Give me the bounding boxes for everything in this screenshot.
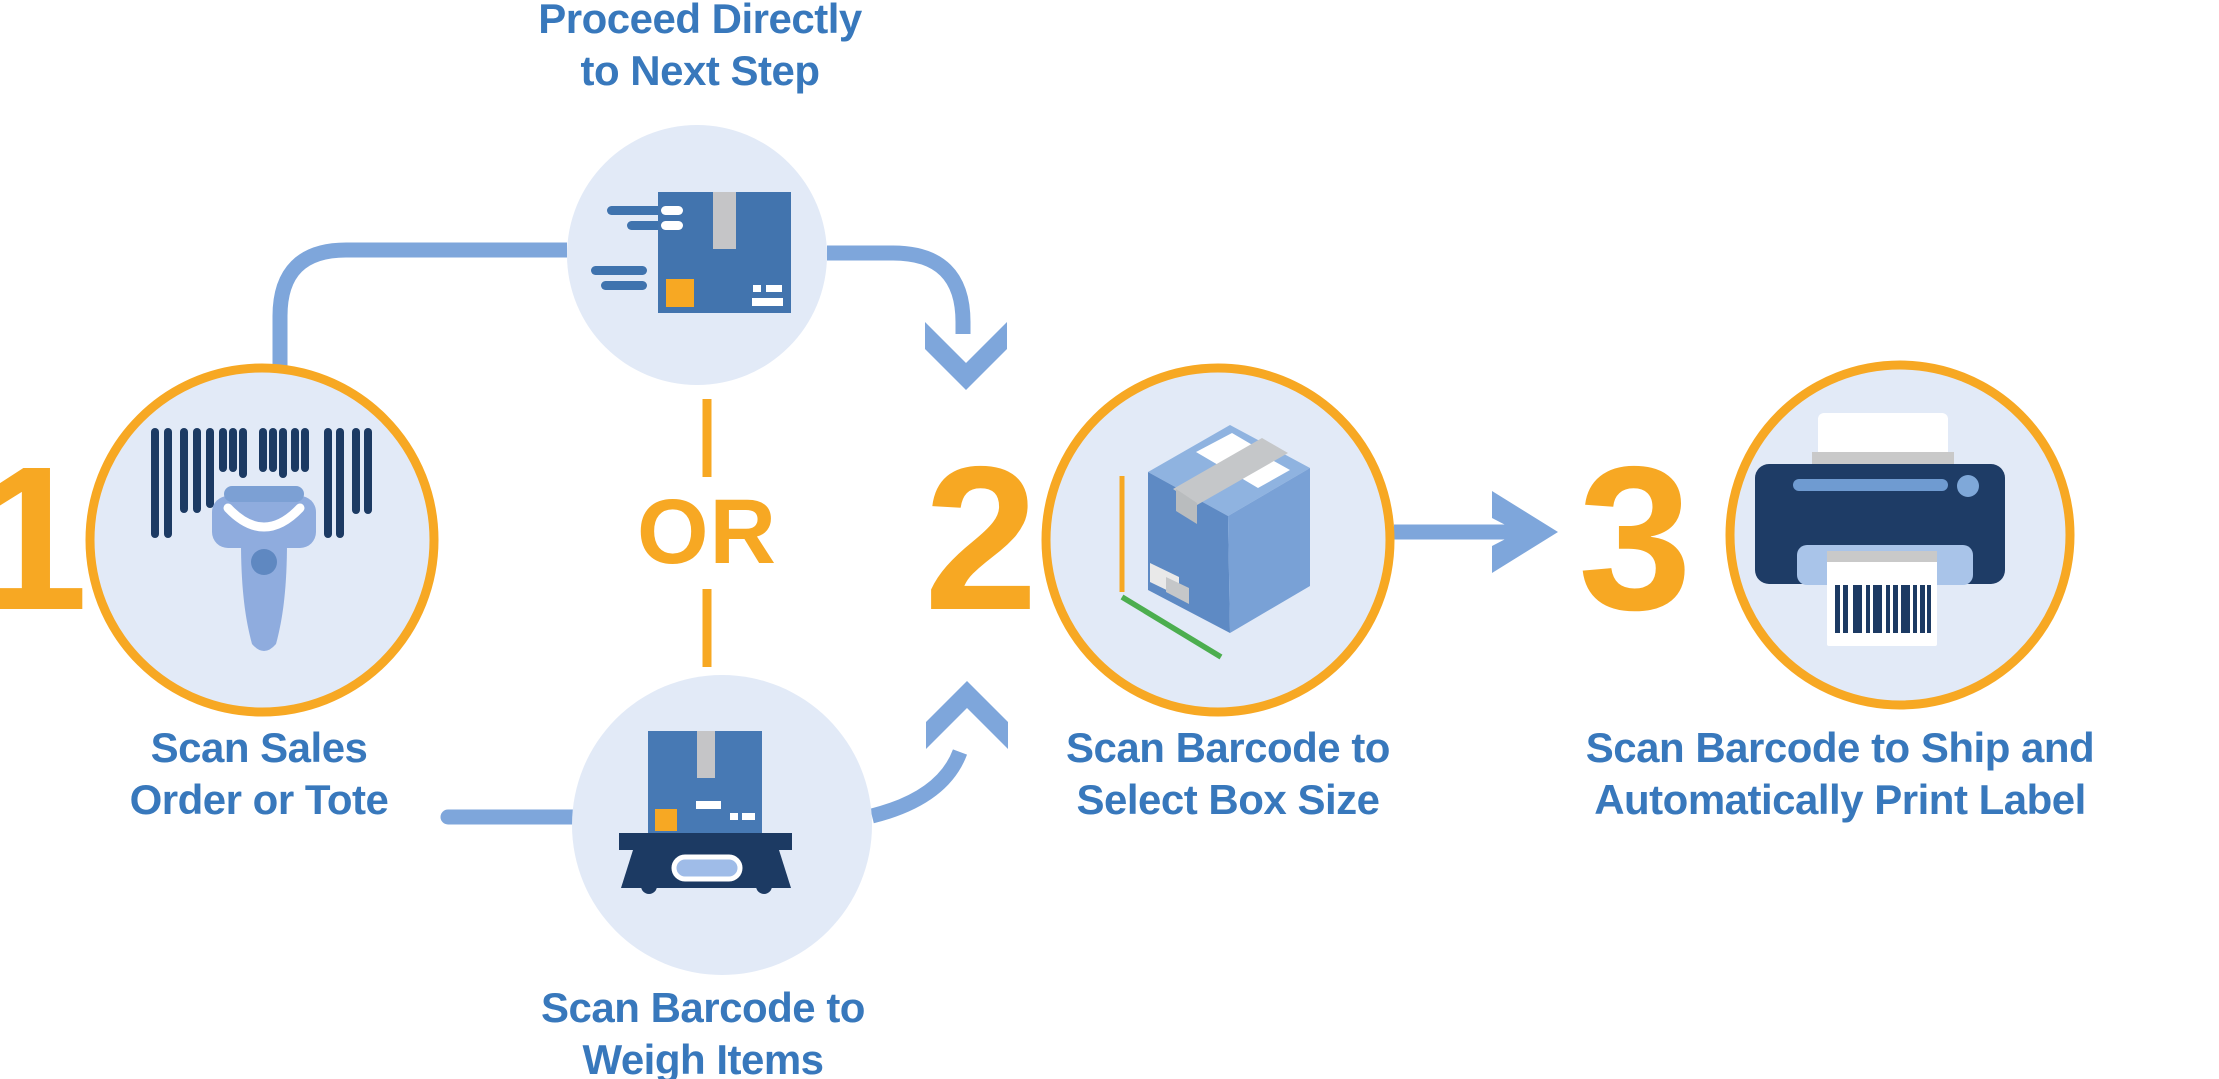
- box-top-label: [1231, 455, 1290, 488]
- scanner-mouth: [223, 503, 305, 532]
- box-label-dash: [696, 801, 721, 809]
- barcode-scanner-icon: [151, 428, 372, 651]
- step1-caption: Scan Sales Order or Tote: [130, 722, 389, 826]
- connector-top-option-to-step2: [827, 245, 1007, 390]
- arrowhead-down-icon: [925, 322, 1007, 390]
- arrowhead-right-icon: [1492, 491, 1558, 573]
- caption-line: Automatically Print Label: [1594, 776, 2086, 823]
- speed-line: [591, 266, 647, 275]
- arrowhead-up-icon: [926, 681, 1008, 749]
- speed-line: [607, 206, 667, 215]
- speed-line: [601, 281, 647, 290]
- box-label-orange: [666, 279, 694, 307]
- box-on-scale-icon: [619, 731, 792, 894]
- printer-icon: [1755, 413, 2005, 646]
- box-label-dash: [753, 285, 761, 292]
- speeding-box-icon: [591, 192, 791, 313]
- box-label-dash: [742, 813, 755, 820]
- step3-caption: Scan Barcode to Ship and Automatically P…: [1585, 722, 2095, 826]
- box-label-dash: [730, 813, 738, 820]
- caption-line: Select Box Size: [1076, 776, 1380, 823]
- connector-step1-to-top-option: [272, 242, 567, 368]
- scanner-handle: [241, 542, 287, 651]
- step3-number: 3: [1578, 424, 1693, 653]
- box-tape: [697, 731, 715, 778]
- caption-line: Scan Barcode to: [1066, 724, 1390, 771]
- step2-number: 2: [924, 424, 1039, 653]
- caption-line: Scan Barcode to Ship and: [1585, 724, 2095, 771]
- box-side-label-tape: [1166, 577, 1189, 604]
- speed-line-white: [661, 221, 683, 230]
- barcode-lines: [151, 428, 372, 538]
- connector-bottom-option-to-step2: [870, 681, 1008, 824]
- scale-display: [671, 854, 743, 882]
- connector-step2-to-step3: [1394, 491, 1558, 573]
- scanner-top-band: [224, 486, 304, 502]
- caption-line: Order or Tote: [129, 776, 389, 823]
- box-label-dash: [752, 298, 783, 306]
- box-right-face: [1228, 468, 1310, 633]
- box-tape-fold: [1176, 489, 1197, 524]
- printer-label-top-band: [1827, 551, 1937, 562]
- label-barcode-lines: [1835, 585, 1931, 633]
- step2-caption: Scan Barcode to Select Box Size: [1066, 722, 1390, 826]
- caption-line: to Next Step: [580, 47, 820, 94]
- scale-plate: [619, 833, 792, 850]
- caption-line: Scan Sales: [150, 724, 368, 771]
- bottom-option-caption: Scan Barcode to Weigh Items: [541, 982, 865, 1079]
- scanner-head: [212, 496, 316, 548]
- box-tape: [713, 192, 736, 249]
- printer-paper-tray: [1812, 452, 1954, 467]
- printer-button: [1957, 475, 1979, 497]
- caption-line: Proceed Directly: [538, 0, 862, 42]
- box-tape: [1173, 438, 1288, 505]
- printer-line: [1793, 479, 1948, 491]
- top-option-caption: Proceed Directly to Next Step: [538, 0, 862, 97]
- caption-line: Weigh Items: [582, 1036, 824, 1079]
- scanner-button: [251, 549, 277, 575]
- box-top-label: [1196, 433, 1261, 469]
- or-label: OR: [637, 481, 777, 583]
- speed-line-white: [661, 206, 683, 215]
- box-label-orange: [655, 809, 677, 831]
- step1-number: 1: [0, 424, 89, 653]
- box-label-dash: [766, 285, 782, 292]
- isometric-box-icon: [1119, 425, 1310, 660]
- measure-line-width: [1120, 594, 1223, 660]
- caption-line: Scan Barcode to: [541, 984, 865, 1031]
